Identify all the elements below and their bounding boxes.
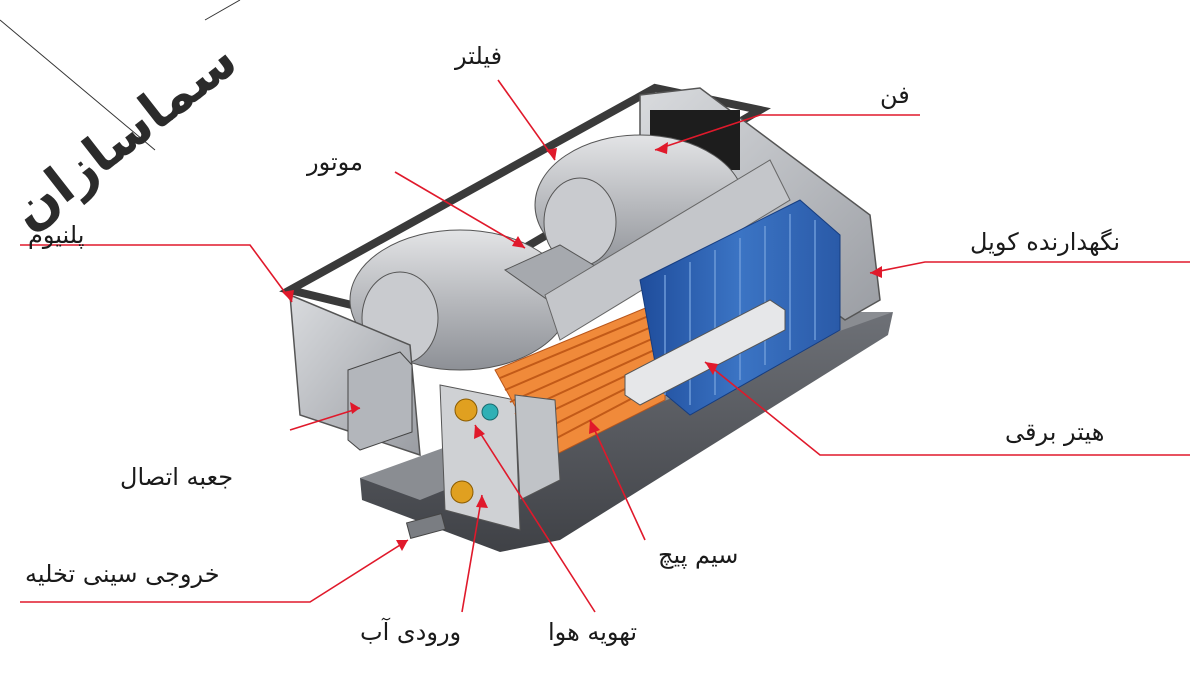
- valve-top: [454, 398, 478, 422]
- junction-box: [347, 351, 413, 451]
- arrowhead-plenum: [282, 290, 294, 302]
- label-water-inlet: ورودی آب: [360, 618, 462, 646]
- arrowhead-air-vent: [474, 425, 485, 439]
- arrowhead-junction-box: [350, 402, 360, 414]
- decorative-line: [204, 0, 241, 21]
- label-plenum: پلنیوم: [28, 221, 85, 249]
- leader-junction-box: [289, 407, 361, 431]
- leader-water-inlet: [461, 494, 483, 613]
- arrowhead-filter: [546, 148, 557, 160]
- label-filter: فیلتر: [455, 42, 503, 70]
- leader-coil-holder: [869, 261, 1190, 274]
- arrowhead-drain: [396, 540, 408, 551]
- leader-air-vent: [474, 424, 596, 613]
- valve-top-cyan: [481, 403, 499, 421]
- leader-drain: [20, 539, 409, 603]
- arrowhead-electric-heater: [705, 362, 718, 375]
- label-wiring: سیم پیچ: [658, 541, 739, 569]
- decorative-line: [0, 19, 156, 151]
- arrowhead-wiring: [589, 420, 600, 434]
- leader-plenum: [20, 244, 293, 303]
- label-drain-pan-outlet: خروجی سینی تخلیه: [25, 560, 220, 588]
- divider-panel: [544, 159, 791, 341]
- leader-lines: [20, 79, 1190, 613]
- leader-motor: [394, 171, 526, 249]
- label-junction-box: جعبه اتصال: [120, 463, 234, 491]
- arrowhead-water-inlet: [476, 495, 488, 508]
- label-electric-heater: هیتر برقی: [1005, 418, 1105, 446]
- leader-arrowheads: [282, 142, 882, 551]
- leader-electric-heater: [704, 361, 1190, 456]
- front-side-panel: [514, 394, 561, 501]
- drain-outlet-pipe: [405, 513, 447, 539]
- arrowhead-coil-holder: [870, 266, 882, 278]
- electric-heater: [624, 299, 786, 406]
- label-coil-holder: نگهدارنده کویل: [970, 228, 1121, 256]
- arrowhead-motor: [512, 236, 525, 248]
- leader-wiring: [589, 419, 646, 541]
- arrowhead-fan: [655, 142, 668, 154]
- label-air-vent: تهویه هوا: [548, 618, 638, 646]
- label-fan: فن: [880, 81, 910, 109]
- leader-fan: [654, 114, 920, 151]
- valve-bottom: [450, 480, 474, 504]
- label-motor: موتور: [307, 148, 363, 176]
- leader-filter: [497, 79, 556, 161]
